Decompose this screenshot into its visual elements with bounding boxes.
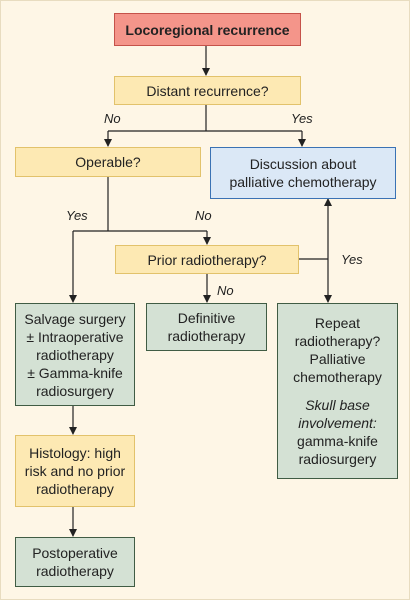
node-repeat-line-4: chemotherapy — [293, 369, 382, 385]
node-histology-line-2: risk and no prior — [24, 463, 126, 479]
node-repeat-line-3: Palliative — [309, 351, 366, 367]
node-operable: Operable? — [15, 147, 201, 177]
node-prior-radiotherapy: Prior radiotherapy? — [115, 245, 299, 274]
node-salvage-line-4: ± Gamma-knife — [27, 364, 123, 381]
node-definitive-line-1: Definitive — [177, 310, 236, 326]
node-salvage-line-5: radiosurgery — [36, 382, 114, 399]
node-distant-recurrence: Distant recurrence? — [114, 76, 301, 105]
node-histology: Histology: high risk and no prior radiot… — [15, 435, 135, 507]
node-salvage-line-2: ± Intraoperative — [26, 328, 124, 345]
node-salvage-line-1: Salvage surgery — [24, 310, 126, 327]
node-repeat-line-2: radiotherapy? — [294, 333, 381, 349]
node-repeat-radiotherapy: Repeat radiotherapy? Palliative chemothe… — [277, 303, 398, 479]
node-salvage-line-3: radiotherapy — [36, 346, 114, 363]
label-yes-prior: Yes — [341, 252, 363, 267]
node-discussion-palliative: Discussion about palliative chemotherapy — [210, 147, 396, 199]
label-no-distant: No — [104, 111, 121, 126]
node-postop-line-2: radiotherapy — [36, 563, 114, 579]
label-no-prior: No — [217, 283, 234, 298]
node-salvage-surgery: Salvage surgery ± Intraoperative radioth… — [15, 303, 135, 406]
label-yes-operable: Yes — [66, 208, 88, 223]
node-skull-base-line-2: involvement: — [298, 415, 377, 431]
node-distant-text: Distant recurrence? — [146, 82, 269, 99]
label-no-operable: No — [195, 208, 212, 223]
node-postop-line-1: Postoperative — [32, 545, 118, 561]
node-prior-text: Prior radiotherapy? — [147, 251, 267, 268]
node-discussion-line-2: palliative chemotherapy — [229, 174, 377, 190]
node-discussion-line-1: Discussion about — [249, 156, 357, 172]
node-locoregional-recurrence: Locoregional recurrence — [114, 13, 301, 46]
node-postoperative-radiotherapy: Postoperative radiotherapy — [15, 537, 135, 587]
node-gamma-line-2: radiosurgery — [298, 451, 377, 467]
node-locoregional-text: Locoregional recurrence — [125, 21, 290, 38]
node-gamma-line-1: gamma-knife — [297, 433, 378, 449]
node-histology-line-1: Histology: high — [29, 445, 121, 461]
node-definitive-line-2: radiotherapy — [167, 328, 246, 344]
node-definitive-radiotherapy: Definitive radiotherapy — [146, 303, 267, 351]
label-yes-distant: Yes — [291, 111, 313, 126]
node-repeat-line-1: Repeat — [314, 315, 361, 331]
node-operable-text: Operable? — [75, 154, 141, 170]
node-skull-base-line-1: Skull base — [305, 397, 370, 413]
node-histology-line-3: radiotherapy — [36, 481, 114, 497]
